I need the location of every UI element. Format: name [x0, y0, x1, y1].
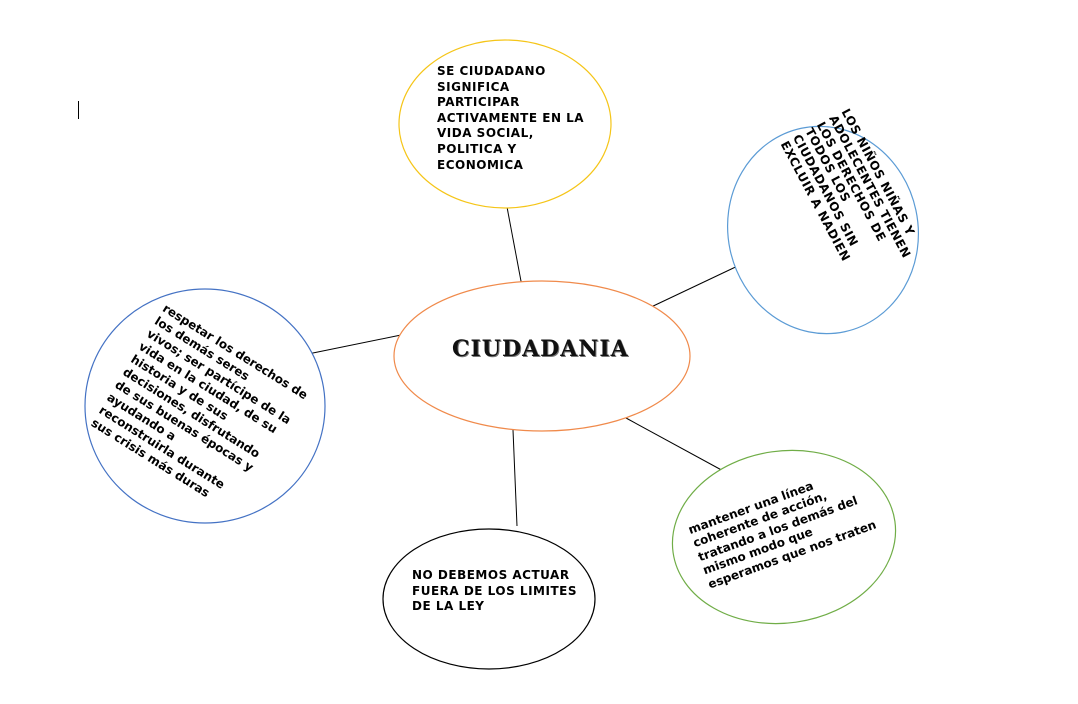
bottom-right-node [671, 449, 897, 625]
bottom-node-text: NO DEBEMOS ACTUAR FUERA DE LOS LIMITES D… [412, 568, 577, 614]
center-node [393, 280, 691, 432]
bottom-node [382, 528, 596, 670]
center-label: CIUDADANIA [452, 336, 629, 362]
connector-bottom-right [625, 417, 728, 474]
top-node [398, 39, 612, 209]
top-node-text: SE CIUDADANO SIGNIFICA PARTICIPAR ACTIVA… [437, 64, 585, 172]
connector-left [307, 334, 402, 355]
left-node [84, 288, 326, 524]
text-cursor [78, 101, 79, 119]
right-node [726, 125, 920, 335]
connector-right [648, 262, 745, 309]
connector-bottom [512, 429, 518, 527]
